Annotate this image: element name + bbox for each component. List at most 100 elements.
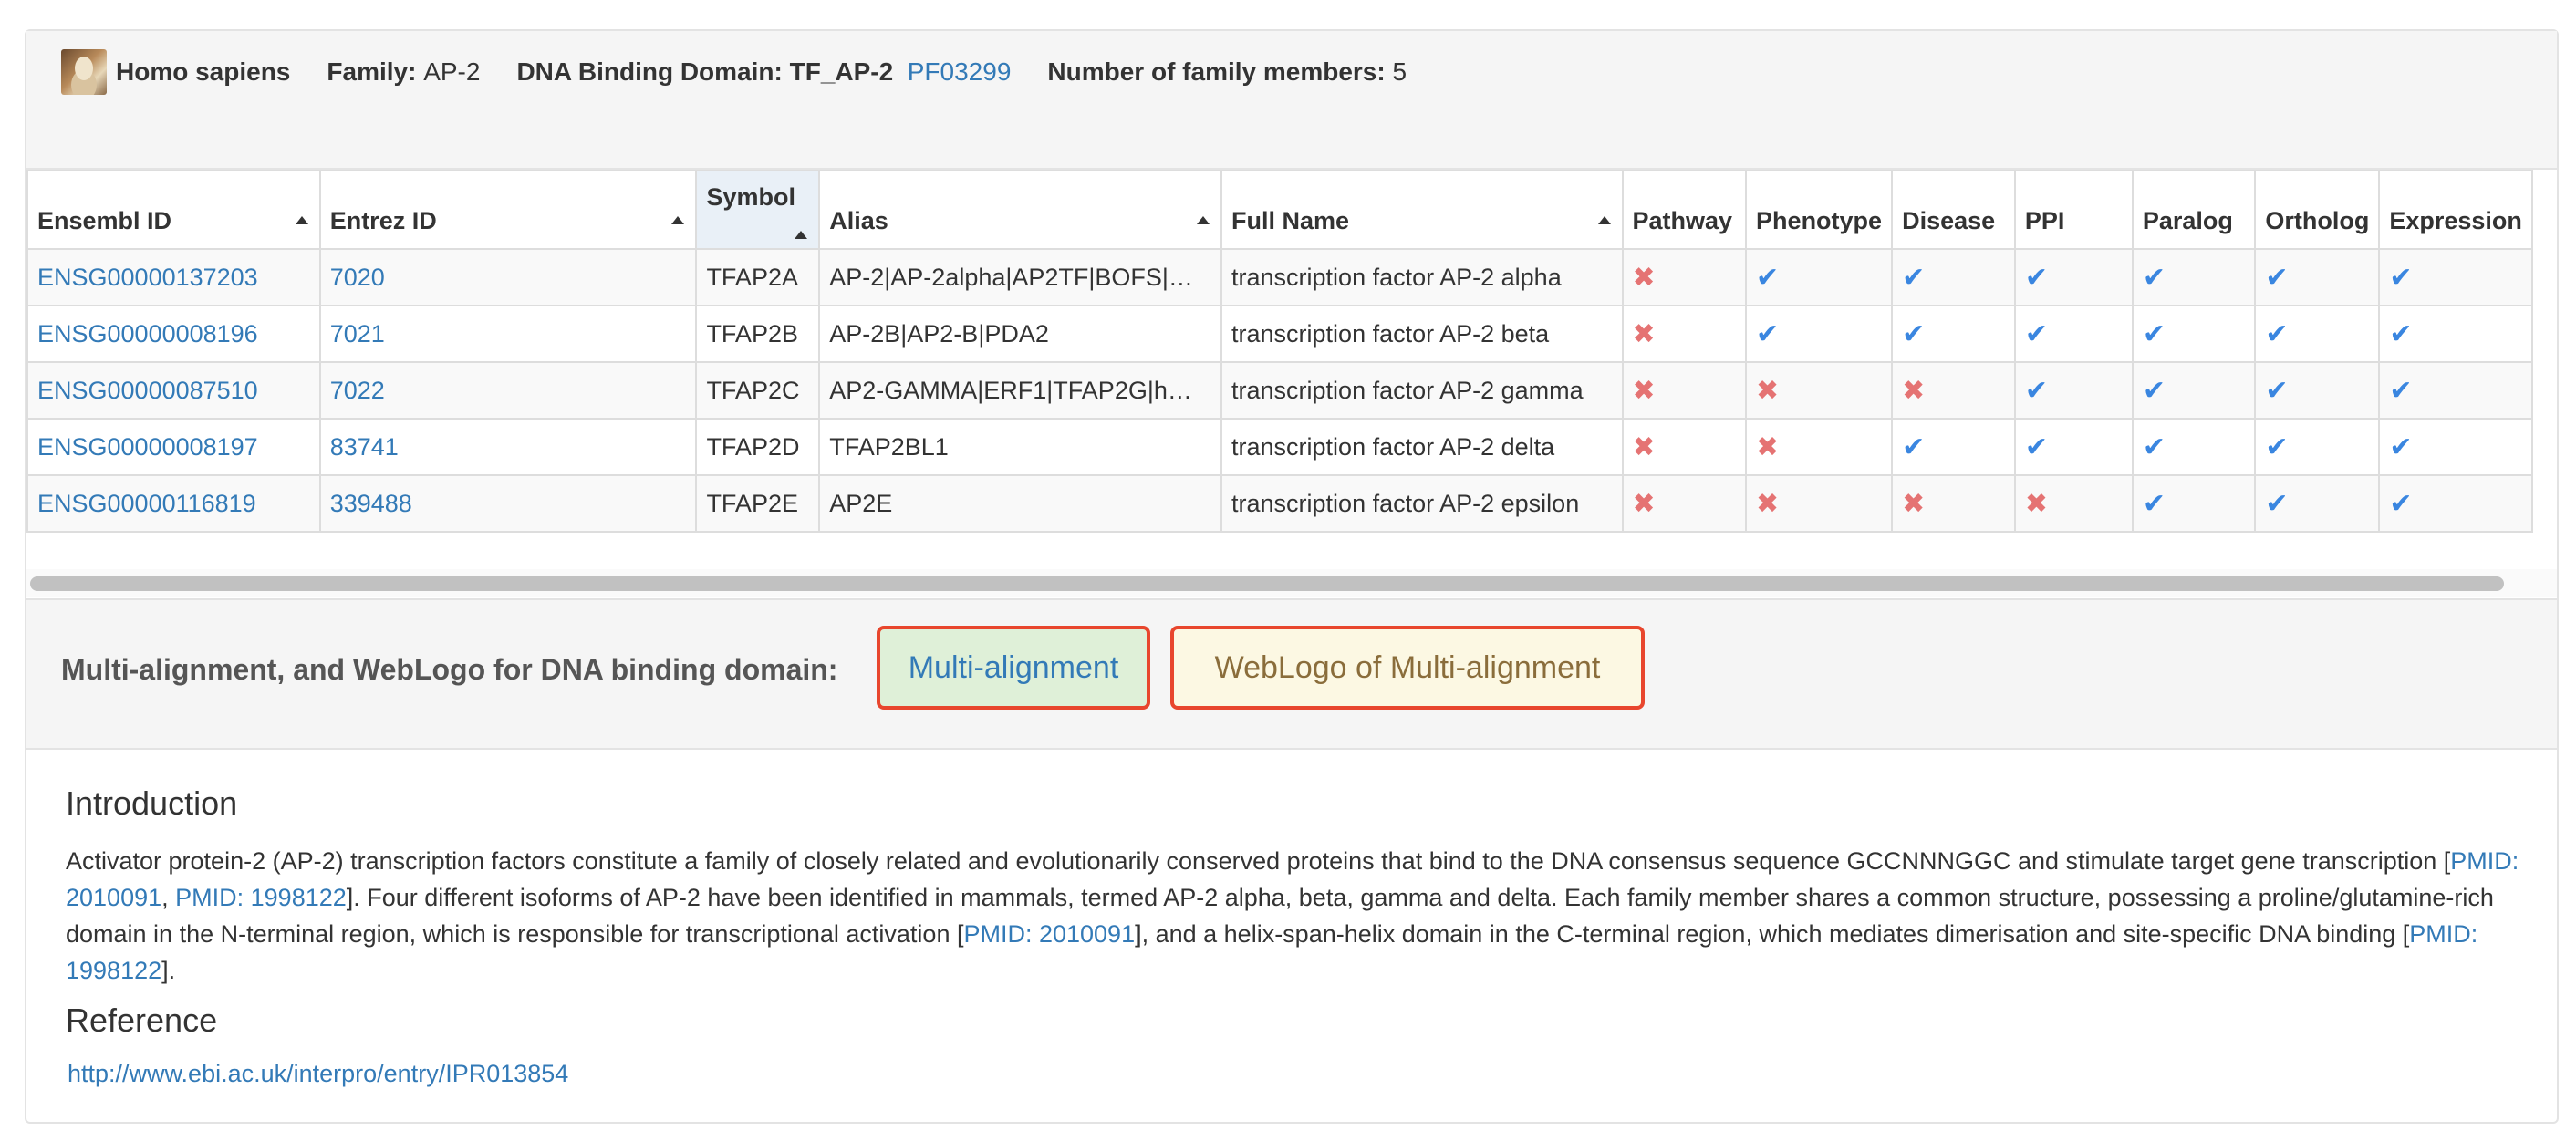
- check-icon: ✔: [1756, 318, 1780, 349]
- entrez-id-link[interactable]: 7022: [329, 376, 385, 404]
- ensembl-id-link[interactable]: ENSG00000116819: [37, 489, 256, 517]
- flag-cell: ✔: [2378, 305, 2533, 363]
- column-header-ppi: PPI: [2013, 170, 2134, 250]
- flag-cell: ✔: [2131, 418, 2257, 476]
- cross-icon: ✖: [1632, 488, 1656, 519]
- flag-cell: ✔: [1891, 418, 2016, 476]
- full-name-cell: transcription factor AP-2 beta: [1220, 305, 1624, 363]
- reference-link[interactable]: http://www.ebi.ac.uk/interpro/entry/IPR0…: [68, 1060, 569, 1087]
- symbol-cell: TFAP2D: [706, 432, 800, 461]
- ensembl-id-link[interactable]: ENSG00000008196: [37, 319, 258, 348]
- entrez-id-cell: 7022: [318, 361, 698, 420]
- ensembl-id-cell: ENSG00000008197: [26, 418, 321, 476]
- pmid-link[interactable]: PMID: 2010091: [963, 920, 1136, 948]
- table-row: ENSG00000087510 7022 TFAP2C AP2-GAMMA|ERF1|…: [26, 361, 2533, 420]
- column-header-pathway: Pathway: [1621, 170, 1748, 250]
- flag-cell: ✔: [2378, 361, 2533, 420]
- flag-cell: ✔: [2131, 474, 2257, 533]
- column-header-full-name[interactable]: Full Name: [1220, 170, 1624, 250]
- alias-cell: AP2E: [818, 474, 1223, 533]
- check-icon: ✔: [2024, 375, 2049, 406]
- flag-cell: ✖: [1621, 361, 1748, 420]
- sort-arrow-icon[interactable]: [1197, 216, 1210, 224]
- entrez-id-cell: 83741: [318, 418, 698, 476]
- check-icon: ✔: [2389, 318, 2413, 349]
- species-name: Homo sapiens: [116, 57, 291, 86]
- ensembl-id-link[interactable]: ENSG00000137203: [37, 263, 258, 291]
- flag-cell: ✔: [1891, 305, 2016, 363]
- table-header-row: Ensembl ID Entrez ID Symbol Alias Full N…: [26, 170, 2533, 250]
- alias-cell: TFAP2BL1: [818, 418, 1223, 476]
- flag-cell: ✖: [1891, 361, 2016, 420]
- flag-cell: ✖: [1621, 474, 1748, 533]
- entrez-id-link[interactable]: 7021: [329, 319, 385, 348]
- flag-cell: ✖: [1745, 361, 1894, 420]
- check-icon: ✔: [1902, 318, 1926, 349]
- pfam-link[interactable]: PF03299: [907, 57, 1012, 86]
- flag-cell: ✔: [2013, 248, 2134, 306]
- column-header-phenotype: Phenotype: [1745, 170, 1894, 250]
- scrollbar-thumb[interactable]: [30, 576, 2504, 591]
- sort-arrow-icon[interactable]: [295, 216, 308, 224]
- entrez-id-link[interactable]: 339488: [329, 489, 412, 517]
- species-avatar-icon: [61, 49, 107, 95]
- column-header-expression: Expression: [2378, 170, 2533, 250]
- cross-icon: ✖: [1756, 375, 1780, 406]
- column-header-alias[interactable]: Alias: [818, 170, 1223, 250]
- symbol-cell: TFAP2E: [706, 489, 798, 517]
- flag-cell: ✖: [1745, 418, 1894, 476]
- cross-icon: ✖: [1632, 262, 1656, 293]
- symbol-cell: TFAP2C: [706, 376, 800, 404]
- flag-cell: ✔: [2254, 305, 2381, 363]
- cross-icon: ✖: [1632, 375, 1656, 406]
- cross-icon: ✖: [1902, 488, 1926, 519]
- multi-alignment-button[interactable]: Multi-alignment: [877, 626, 1150, 710]
- check-icon: ✔: [2389, 488, 2413, 519]
- entrez-id-cell: 7021: [318, 305, 698, 363]
- pmid-link[interactable]: PMID: 2010091: [66, 847, 2519, 911]
- cross-icon: ✖: [2024, 488, 2049, 519]
- check-icon: ✔: [2389, 431, 2413, 462]
- full-name-cell: transcription factor AP-2 epsilon: [1231, 489, 1580, 517]
- ensembl-id-link[interactable]: ENSG00000087510: [37, 376, 258, 404]
- ensembl-id-link[interactable]: ENSG00000008197: [37, 432, 258, 461]
- alias-cell: AP2E: [829, 489, 893, 517]
- ensembl-id-cell: ENSG00000008196: [26, 305, 321, 363]
- flag-cell: ✖: [2013, 474, 2134, 533]
- alias-cell: AP2-GAMMA|ERF1|TFAP2G|h…: [829, 376, 1192, 404]
- pmid-link[interactable]: PMID: 1998122: [175, 884, 347, 911]
- symbol-cell: TFAP2A: [706, 263, 798, 291]
- sort-arrow-icon[interactable]: [795, 231, 808, 239]
- flag-cell: ✔: [1745, 248, 1894, 306]
- alias-cell: AP-2B|AP2-B|PDA2: [818, 305, 1223, 363]
- entrez-id-link[interactable]: 83741: [329, 432, 399, 461]
- flag-cell: ✔: [1891, 248, 2016, 306]
- column-header-symbol[interactable]: Symbol: [695, 170, 821, 250]
- cross-icon: ✖: [1756, 488, 1780, 519]
- table-horizontal-scrollbar[interactable]: [26, 569, 2557, 597]
- symbol-cell: TFAP2E: [695, 474, 821, 533]
- flag-cell: ✔: [2378, 418, 2533, 476]
- column-header-paralog: Paralog: [2131, 170, 2257, 250]
- cross-icon: ✖: [1632, 431, 1656, 462]
- sort-arrow-icon[interactable]: [1597, 216, 1611, 224]
- check-icon: ✔: [2024, 318, 2049, 349]
- full-name-cell: transcription factor AP-2 gamma: [1220, 361, 1624, 420]
- flag-cell: ✔: [2131, 248, 2257, 306]
- pmid-link[interactable]: PMID: 1998122: [66, 920, 2478, 984]
- flag-cell: ✔: [2378, 474, 2533, 533]
- sort-arrow-icon[interactable]: [671, 216, 685, 224]
- flag-cell: ✔: [1745, 305, 1894, 363]
- weblogo-button[interactable]: WebLogo of Multi-alignment: [1170, 626, 1645, 710]
- check-icon: ✔: [2142, 262, 2166, 293]
- column-header-entrez[interactable]: Entrez ID: [318, 170, 698, 250]
- table-row: ENSG00000116819 339488 TFAP2E AP2E transcrip…: [26, 474, 2533, 533]
- entrez-id-link[interactable]: 7020: [329, 263, 385, 291]
- ensembl-id-cell: ENSG00000116819: [26, 474, 321, 533]
- column-header-ensembl[interactable]: Ensembl ID: [26, 170, 321, 250]
- members-value: 5: [1392, 57, 1407, 86]
- column-header-disease: Disease: [1891, 170, 2016, 250]
- symbol-cell: TFAP2B: [706, 319, 798, 348]
- flag-cell: ✔: [2254, 361, 2381, 420]
